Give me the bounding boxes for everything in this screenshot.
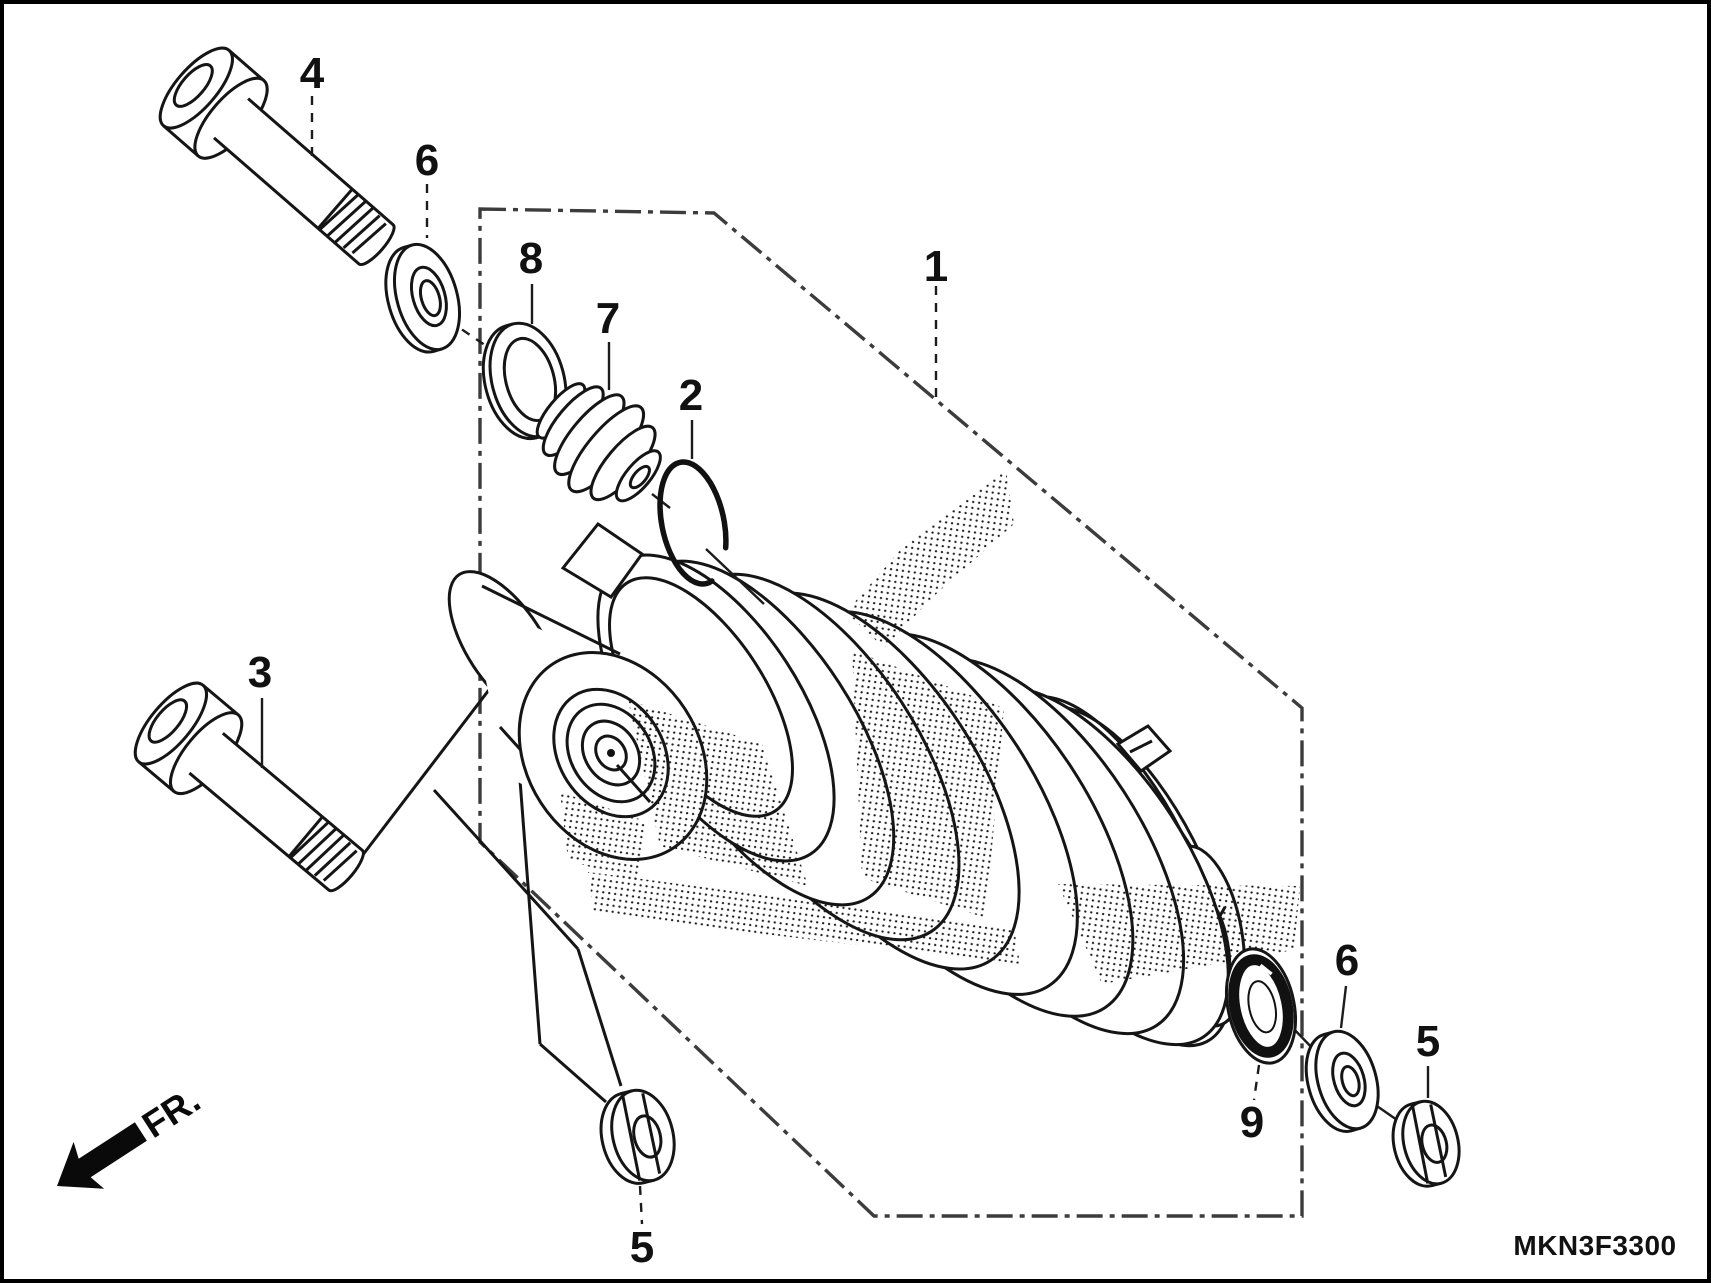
washer-upper (384, 242, 461, 354)
preload-adjuster-tab (1115, 724, 1173, 774)
halftone-shading (560, 470, 1300, 984)
callout-5-bottom: 5 (630, 1223, 654, 1272)
fr-direction-indicator: FR. (57, 1079, 207, 1189)
lock-nut-rear (1391, 1099, 1461, 1188)
fr-label: FR. (135, 1079, 207, 1146)
front-mount (447, 521, 709, 861)
diagram-code: MKN3F3300 (1513, 1230, 1676, 1261)
callout-9: 9 (1240, 1098, 1264, 1147)
callout-leader-lines (260, 96, 1430, 1225)
callout-7: 7 (596, 294, 620, 343)
seal-ring (1225, 947, 1297, 1065)
callout-3: 3 (248, 648, 272, 697)
shock-absorber-assembly (447, 470, 1300, 1048)
callout-1: 1 (924, 242, 948, 291)
fr-direction-arrow-icon (57, 1122, 147, 1189)
mount-bolt-lower (133, 681, 365, 893)
callout-6-upper: 6 (415, 136, 439, 185)
callout-4: 4 (300, 49, 325, 98)
callout-2: 2 (679, 371, 703, 420)
mount-bolt-upper (158, 46, 396, 266)
callout-5-rear: 5 (1416, 1017, 1440, 1066)
callout-6-rear: 6 (1335, 936, 1359, 985)
callout-8: 8 (519, 234, 543, 283)
rubber-bushing (535, 382, 662, 503)
upper-mount-lug (560, 521, 645, 599)
snap-ring (657, 459, 729, 587)
washer-rear (1304, 1029, 1380, 1133)
lock-nut-bottom (599, 1088, 676, 1185)
